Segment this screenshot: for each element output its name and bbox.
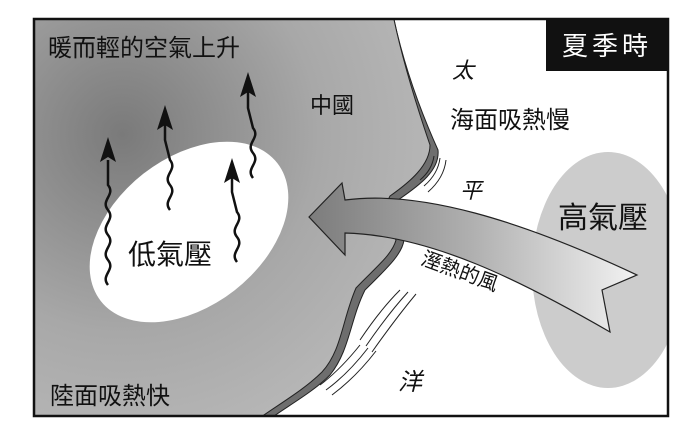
rising-air-arrows bbox=[104, 78, 257, 286]
frame bbox=[32, 17, 670, 418]
country-label: 中國 bbox=[310, 94, 354, 119]
rising-air-label: 暖而輕的空氣上升 bbox=[48, 34, 240, 62]
wavy-arrow-icon bbox=[246, 78, 257, 179]
low-pressure-area bbox=[89, 141, 289, 323]
season-label: 夏季時 bbox=[562, 32, 652, 62]
wavy-arrow-icon bbox=[230, 167, 241, 263]
ocean-char-2: 平 bbox=[460, 179, 484, 204]
low-pressure-label: 低氣壓 bbox=[128, 238, 212, 271]
sea-heating-label: 海面吸熱慢 bbox=[450, 106, 570, 134]
wave-lines bbox=[319, 155, 447, 396]
ocean-char-3: 洋 bbox=[398, 368, 425, 396]
land-heating-label: 陸面吸熱快 bbox=[50, 382, 170, 410]
high-pressure-label: 高氣壓 bbox=[558, 201, 648, 236]
wavy-arrow-icon bbox=[104, 160, 112, 286]
arrowheads bbox=[100, 72, 256, 183]
season-badge bbox=[546, 19, 668, 71]
wavy-arrow-icon bbox=[163, 115, 174, 211]
ocean-char-1: 太 bbox=[452, 59, 476, 84]
wind-arrow bbox=[308, 181, 639, 334]
